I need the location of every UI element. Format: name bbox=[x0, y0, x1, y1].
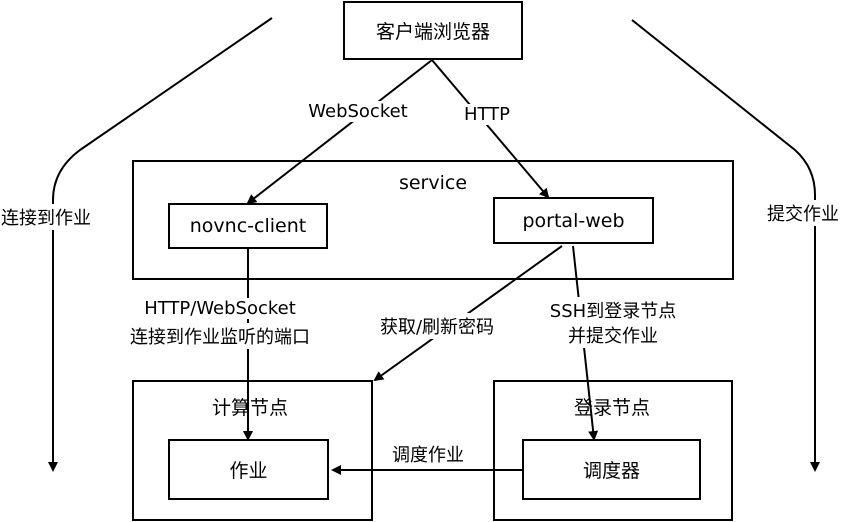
ssh-login-edge-label: SSH到登录节点 bbox=[549, 297, 677, 323]
get-refresh-password-edge-label: 获取/刷新密码 bbox=[379, 313, 495, 339]
websocket-arrow bbox=[246, 59, 433, 205]
portal-web-node: portal-web bbox=[493, 197, 654, 244]
http-arrow bbox=[431, 59, 550, 199]
portal-web-label: portal-web bbox=[522, 209, 625, 232]
service-group-label: service bbox=[398, 172, 468, 194]
compute-node-group bbox=[132, 380, 373, 521]
connect-port-edge-label: 连接到作业监听的端口 bbox=[130, 323, 310, 349]
browser-label: 客户端浏览器 bbox=[375, 21, 490, 43]
submit-job-edge-label: 提交作业 bbox=[767, 200, 839, 226]
schedule-job-edge-label: 调度作业 bbox=[392, 441, 464, 467]
submit-job-ssh-edge-label: 并提交作业 bbox=[568, 322, 658, 348]
scheduler-label: 调度器 bbox=[582, 460, 640, 482]
submit-job-arrow bbox=[631, 19, 820, 472]
novnc-client-label: novnc-client bbox=[189, 215, 307, 237]
browser-node: 客户端浏览器 bbox=[343, 1, 523, 60]
connect-job-arrow bbox=[48, 17, 273, 472]
websocket-edge-label: WebSocket bbox=[307, 101, 409, 122]
connect-job-edge-label: 连接到作业 bbox=[1, 204, 91, 230]
service-group bbox=[132, 160, 734, 280]
login-node-label: 登录节点 bbox=[573, 397, 651, 419]
scheduler-node: 调度器 bbox=[522, 439, 701, 500]
compute-node-label: 计算节点 bbox=[211, 397, 289, 419]
login-node-group bbox=[493, 380, 733, 521]
http-edge-label: HTTP bbox=[462, 104, 512, 125]
job-label: 作业 bbox=[229, 460, 268, 482]
novnc-client-node: novnc-client bbox=[168, 203, 328, 249]
job-node: 作业 bbox=[168, 439, 329, 500]
http-websocket-edge-label: HTTP/WebSocket bbox=[144, 298, 296, 319]
